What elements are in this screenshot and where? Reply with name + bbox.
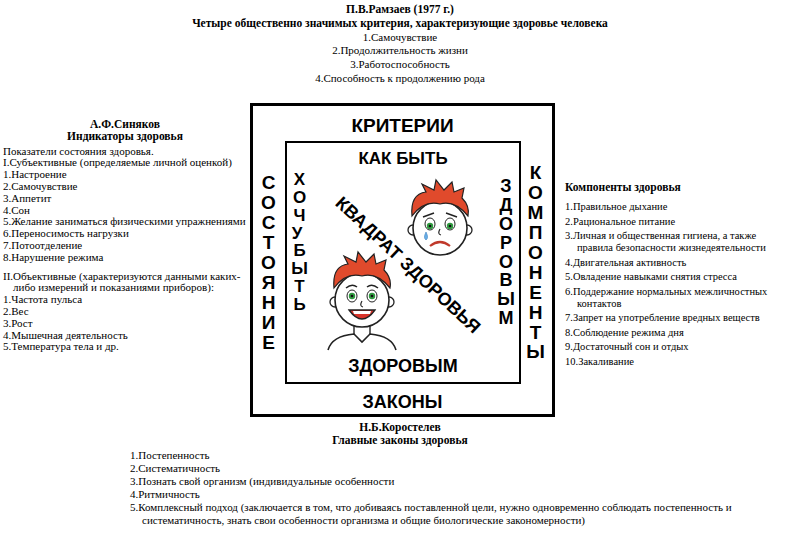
author-heading: П.В.Рамзаев (1977 г.): [100, 3, 700, 17]
list-item: 8.Соблюдение режима дня: [565, 327, 794, 339]
list-item: 4.Сон: [3, 205, 247, 217]
components-word: КОМПОНЕНТЫ: [526, 163, 545, 362]
text-column: Компоненты здоровья 1.Правильное дыхание 2…: [565, 181, 794, 370]
list-item: 6.Переносимость нагрузки: [3, 228, 247, 240]
list-item: 6.Поддержание нормальных межличностных к…: [565, 286, 794, 310]
outer-square: КАК БЫТЬ ХОЧУ БЫТЬ ЗДОРОВЫМ ЗДОРОВЫМ КВАДРАТ…: [250, 103, 555, 417]
author-heading: Индикаторы здоровья: [3, 131, 247, 143]
author-heading: Четыре общественно значимых критерия, ха…: [100, 17, 700, 31]
list-item: 7.Запрет на употребление вредных веществ: [565, 312, 794, 324]
happy-boy-face: [328, 252, 396, 350]
list-item: 3.Работоспособность: [100, 58, 700, 72]
author-heading: Н.Б.Коростелев: [20, 421, 780, 434]
list-item: 2.Рациональное питание: [565, 216, 794, 228]
square-title: КВАДРАТ ЗДОРОВЬЯ: [332, 194, 483, 337]
state-word: СОСТОЯНИЕ: [259, 173, 278, 352]
list-item: 3.Познать свой организм (индивидуальные …: [130, 475, 780, 488]
list-item: 2.Систематичность: [130, 462, 780, 475]
list-item: II.Объективные (характеризуются данными …: [3, 271, 247, 295]
list-item: 3.Рост: [3, 318, 247, 330]
inner-square: КАК БЫТЬ ХОЧУ БЫТЬ ЗДОРОВЫМ ЗДОРОВЫМ КВАДРАТ…: [285, 141, 521, 384]
list-item: 1.Настроение: [3, 169, 247, 181]
how-to-be-word: КАК БЫТЬ: [287, 150, 519, 167]
list-item: 1.Самочувствие: [100, 31, 700, 45]
healthy-word: ЗДОРОВЫМ: [287, 357, 519, 375]
text-column: Н.Б.КоростелевГлавные законы здоровья 1.П…: [20, 421, 780, 527]
sad-boy-face: [408, 180, 472, 255]
list-item: 5.Желание заниматься физическими упражне…: [3, 216, 247, 228]
list-item: 8.Нарушение режима: [3, 252, 247, 264]
author-heading: Главные законы здоровья: [20, 434, 780, 447]
list-item: 3.Аппетит: [3, 193, 247, 205]
list-item: 3.Личная и общественная гигиена, а также…: [565, 230, 794, 254]
author-heading: А.Ф.Синяков: [3, 119, 247, 131]
list-item: 4.Мышечная деятельность: [3, 330, 247, 342]
text-column: П.В.Рамзаев (1977 г.)Четыре общественно …: [100, 3, 700, 86]
list-item: 4.Двигательная активность: [565, 257, 794, 269]
list-item: Показатели состояния здоровья.: [3, 146, 247, 158]
list-item: 1.Частота пульса: [3, 294, 247, 306]
want-to-be-word: ХОЧУ БЫТЬ: [291, 171, 308, 314]
list-item: 5.Температура тела и др.: [3, 341, 247, 353]
list-item: 9.Достаточный сон и отдых: [565, 341, 794, 353]
text-column: А.Ф.СиняковИндикаторы здоровьяПоказатели…: [3, 119, 247, 353]
list-item: 4.Ритмичность: [130, 488, 780, 501]
healthy-word: ЗДОРОВЫМ: [497, 177, 515, 328]
list-item: I.Субъективные (определяемые личной оцен…: [3, 157, 247, 169]
list-item: 10.Закаливание: [565, 356, 794, 368]
list-item: 5.Овладение навыками снятия стресса: [565, 271, 794, 283]
list-item: 7.Потоотделение: [3, 240, 247, 252]
list-item: 2.Самочувствие: [3, 181, 247, 193]
author-heading: Компоненты здоровья: [565, 181, 794, 193]
criteria-word: КРИТЕРИИ: [253, 116, 552, 135]
list-item: 5.Комплексный подход (заключается в том,…: [130, 501, 780, 527]
list-item: 1.Правильное дыхание: [565, 201, 794, 213]
list-item: 1.Постепенность: [130, 449, 780, 462]
list-item: 2.Продолжительность жизни: [100, 44, 700, 58]
laws-word: ЗАКОНЫ: [253, 393, 552, 411]
list-item: 4.Способность к продолжению рода: [100, 72, 700, 86]
list-item: 2.Вес: [3, 306, 247, 318]
